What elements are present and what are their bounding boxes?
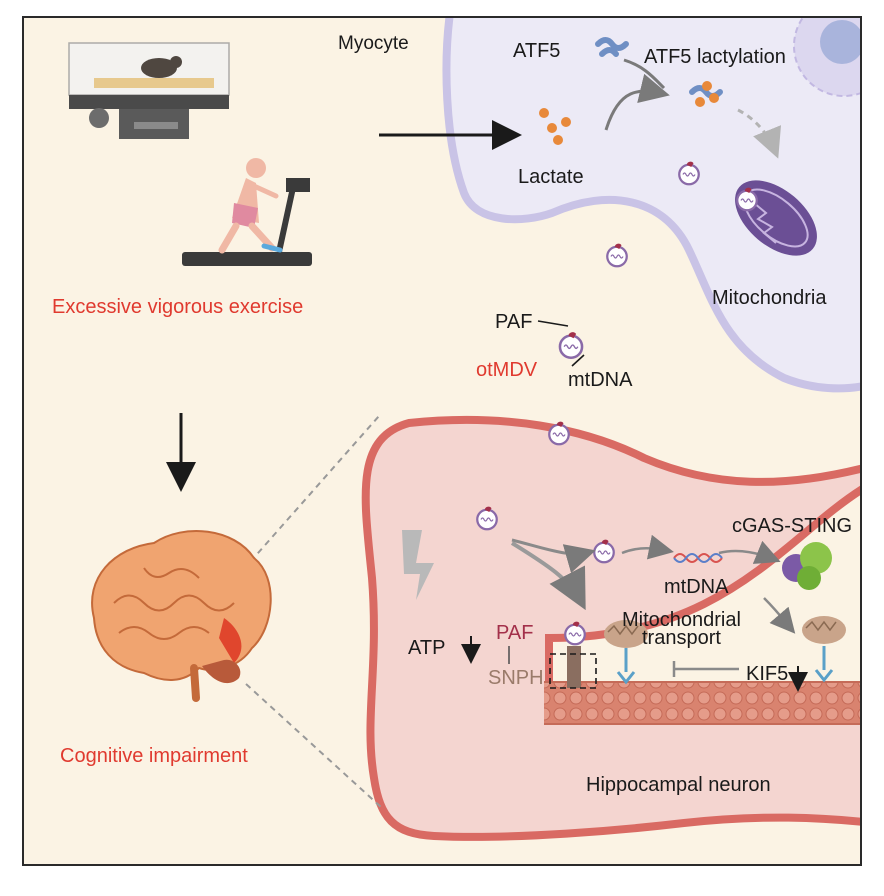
mtdna-label: mtDNA bbox=[568, 369, 633, 391]
runner-treadmill-illustration bbox=[182, 158, 312, 266]
myocyte-cell bbox=[442, 18, 860, 393]
kinesin-mitochondrion-right bbox=[802, 616, 846, 683]
kif5-label: KIF5 bbox=[746, 663, 789, 685]
paf-label: PAF bbox=[495, 311, 533, 333]
atf5-protein bbox=[595, 37, 629, 57]
mito-transport-line1: Mitochondrial bbox=[622, 609, 741, 631]
otmdv-label: otMDV bbox=[476, 359, 538, 381]
lactate-label: Lactate bbox=[518, 166, 584, 188]
hippocampal-neuron-label: Hippocampal neuron bbox=[586, 774, 771, 796]
atf5-label: ATF5 bbox=[513, 40, 561, 62]
myocyte-label: Myocyte bbox=[338, 33, 409, 54]
mouse-treadmill-illustration bbox=[68, 42, 230, 139]
kinesin-mitochondrion-left bbox=[604, 620, 648, 685]
brain-illustration bbox=[91, 530, 272, 702]
cgas-sting-label: cGAS-STING bbox=[732, 515, 853, 537]
atf5-lactylated bbox=[689, 81, 723, 107]
neuron-mtdna-label: mtDNA bbox=[664, 576, 729, 598]
neuron-paf-label: PAF bbox=[496, 622, 534, 644]
diagram-canvas bbox=[68, 18, 860, 841]
lightning-icon bbox=[402, 530, 434, 600]
mitochondria-label: Mitochondria bbox=[712, 287, 827, 309]
mdv-vesicle bbox=[606, 242, 628, 268]
mito-transport-line2: transport bbox=[642, 627, 721, 649]
atp-label: ATP bbox=[408, 637, 446, 659]
cgas-sting-complex bbox=[782, 542, 832, 590]
lactate-molecules bbox=[539, 108, 571, 145]
excessive-exercise-label: Excessive vigorous exercise bbox=[52, 296, 304, 318]
snph-label: SNPH bbox=[488, 667, 544, 689]
atf5-lactylation-label: ATF5 lactylation bbox=[644, 46, 786, 68]
mdv-vesicle bbox=[558, 330, 584, 360]
figure-frame: Myocyte ATF5 ATF5 lactylation Lactate Mi… bbox=[22, 16, 862, 866]
cognitive-impairment-label: Cognitive impairment bbox=[60, 745, 248, 767]
mtdna-helix bbox=[673, 553, 723, 563]
